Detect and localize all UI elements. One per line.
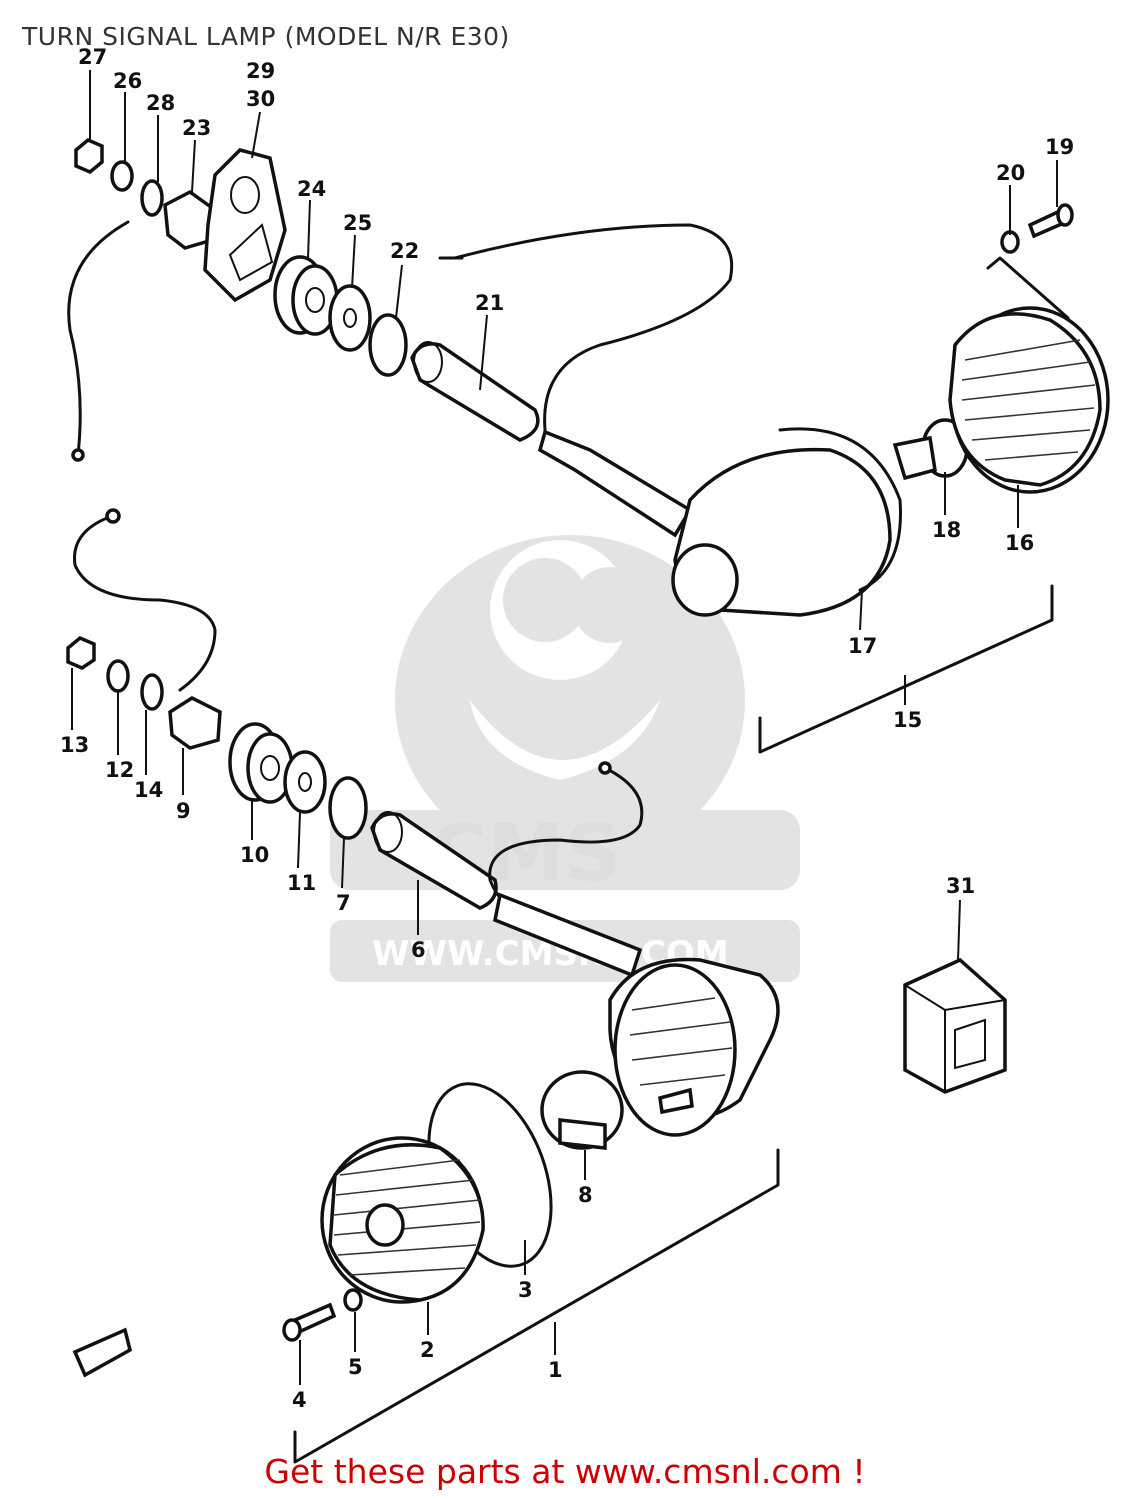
callout-13: 13 <box>60 733 89 757</box>
callout-30: 30 <box>246 87 275 111</box>
callout-14: 14 <box>134 778 163 802</box>
callout-31: 31 <box>946 874 975 898</box>
callout-15: 15 <box>893 708 922 732</box>
washer-26 <box>110 160 134 192</box>
callout-26: 26 <box>113 69 142 93</box>
upper-lamp-assembly <box>67 137 1110 754</box>
callout-11: 11 <box>287 871 316 895</box>
callout-1: 1 <box>548 1358 563 1382</box>
callout-5: 5 <box>348 1355 363 1379</box>
washer-11 <box>283 750 327 814</box>
diagram-title: TURN SIGNAL LAMP (MODEL N/R E30) <box>22 22 510 51</box>
plate-22 <box>368 313 408 377</box>
callout-16: 16 <box>1005 531 1034 555</box>
callout-2: 2 <box>420 1338 435 1362</box>
sleeve-21 <box>410 342 540 442</box>
bracket-29-30 <box>203 148 287 303</box>
callout-6: 6 <box>411 938 426 962</box>
washer-5 <box>343 1288 363 1312</box>
callout-7: 7 <box>336 891 351 915</box>
lens-2 <box>320 1136 485 1304</box>
washer-25 <box>328 284 372 352</box>
callout-8: 8 <box>578 1183 593 1207</box>
callout-12: 12 <box>105 758 134 782</box>
nut-27 <box>74 137 104 175</box>
callout-18: 18 <box>932 518 961 542</box>
callout-24: 24 <box>297 177 326 201</box>
callout-28: 28 <box>146 91 175 115</box>
callout-3: 3 <box>518 1278 533 1302</box>
callout-19: 19 <box>1045 135 1074 159</box>
nut-13 <box>66 635 96 670</box>
washer-28 <box>140 179 164 217</box>
callout-23: 23 <box>182 116 211 140</box>
callout-29: 29 <box>246 59 275 83</box>
terminal-9 <box>168 695 222 750</box>
lens-16 <box>948 306 1110 494</box>
callout-17: 17 <box>848 634 877 658</box>
callout-9: 9 <box>176 799 191 823</box>
plate-7 <box>328 776 368 840</box>
callout-27: 27 <box>78 45 107 69</box>
washer-12 <box>106 659 130 693</box>
callout-22: 22 <box>390 239 419 263</box>
callout-labels: 27 26 28 23 29 30 24 25 22 21 20 19 18 1… <box>60 45 1074 1412</box>
washer-14 <box>140 673 164 711</box>
callout-20: 20 <box>996 161 1025 185</box>
sleeve-6 <box>370 812 498 910</box>
callout-21: 21 <box>475 291 504 315</box>
direction-arrow <box>72 1327 133 1378</box>
callout-4: 4 <box>292 1388 307 1412</box>
callout-25: 25 <box>343 211 372 235</box>
lower-lamp-assembly <box>66 508 780 1464</box>
callout-10: 10 <box>240 843 269 867</box>
footer-link[interactable]: Get these parts at www.cmsnl.com ! <box>264 1452 866 1491</box>
relay-31 <box>903 957 1007 1094</box>
leader-lines <box>71 70 1058 1385</box>
